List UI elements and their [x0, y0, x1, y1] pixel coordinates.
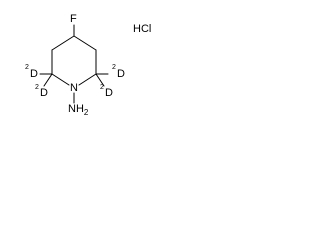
amino-subscript: 2: [83, 108, 89, 118]
deuterium-left-lower: D: [40, 87, 48, 99]
bond-lines: [39, 24, 109, 104]
bond-c4-c5: [73, 35, 97, 51]
deuterium-mass-right-lower: 2: [100, 84, 104, 91]
deuterium-mass-left-lower: 2: [35, 84, 39, 91]
deuterium-left-upper: D: [30, 68, 38, 80]
hcl-label: HCl: [133, 23, 152, 35]
deuterium-mass-left-upper: 2: [25, 64, 29, 71]
bond-c4-c3: [51, 35, 75, 51]
deuterium-right-upper: D: [117, 68, 125, 80]
structure-canvas: F N NH2 2 D 2 D 2 D 2 D HCl: [0, 0, 170, 140]
fluorine-atom: F: [70, 13, 77, 25]
amino-label: NH: [68, 103, 84, 115]
nitrogen-atom: N: [70, 82, 78, 94]
bond-c6-d-down: [95, 73, 105, 87]
bond-c2-n: [51, 73, 70, 86]
deuterium-mass-right-upper: 2: [112, 64, 116, 71]
amino-group: NH2: [68, 104, 88, 118]
bond-c2-d-down: [43, 73, 53, 87]
bond-c6-n: [78, 73, 97, 86]
deuterium-right-lower: D: [105, 87, 113, 99]
